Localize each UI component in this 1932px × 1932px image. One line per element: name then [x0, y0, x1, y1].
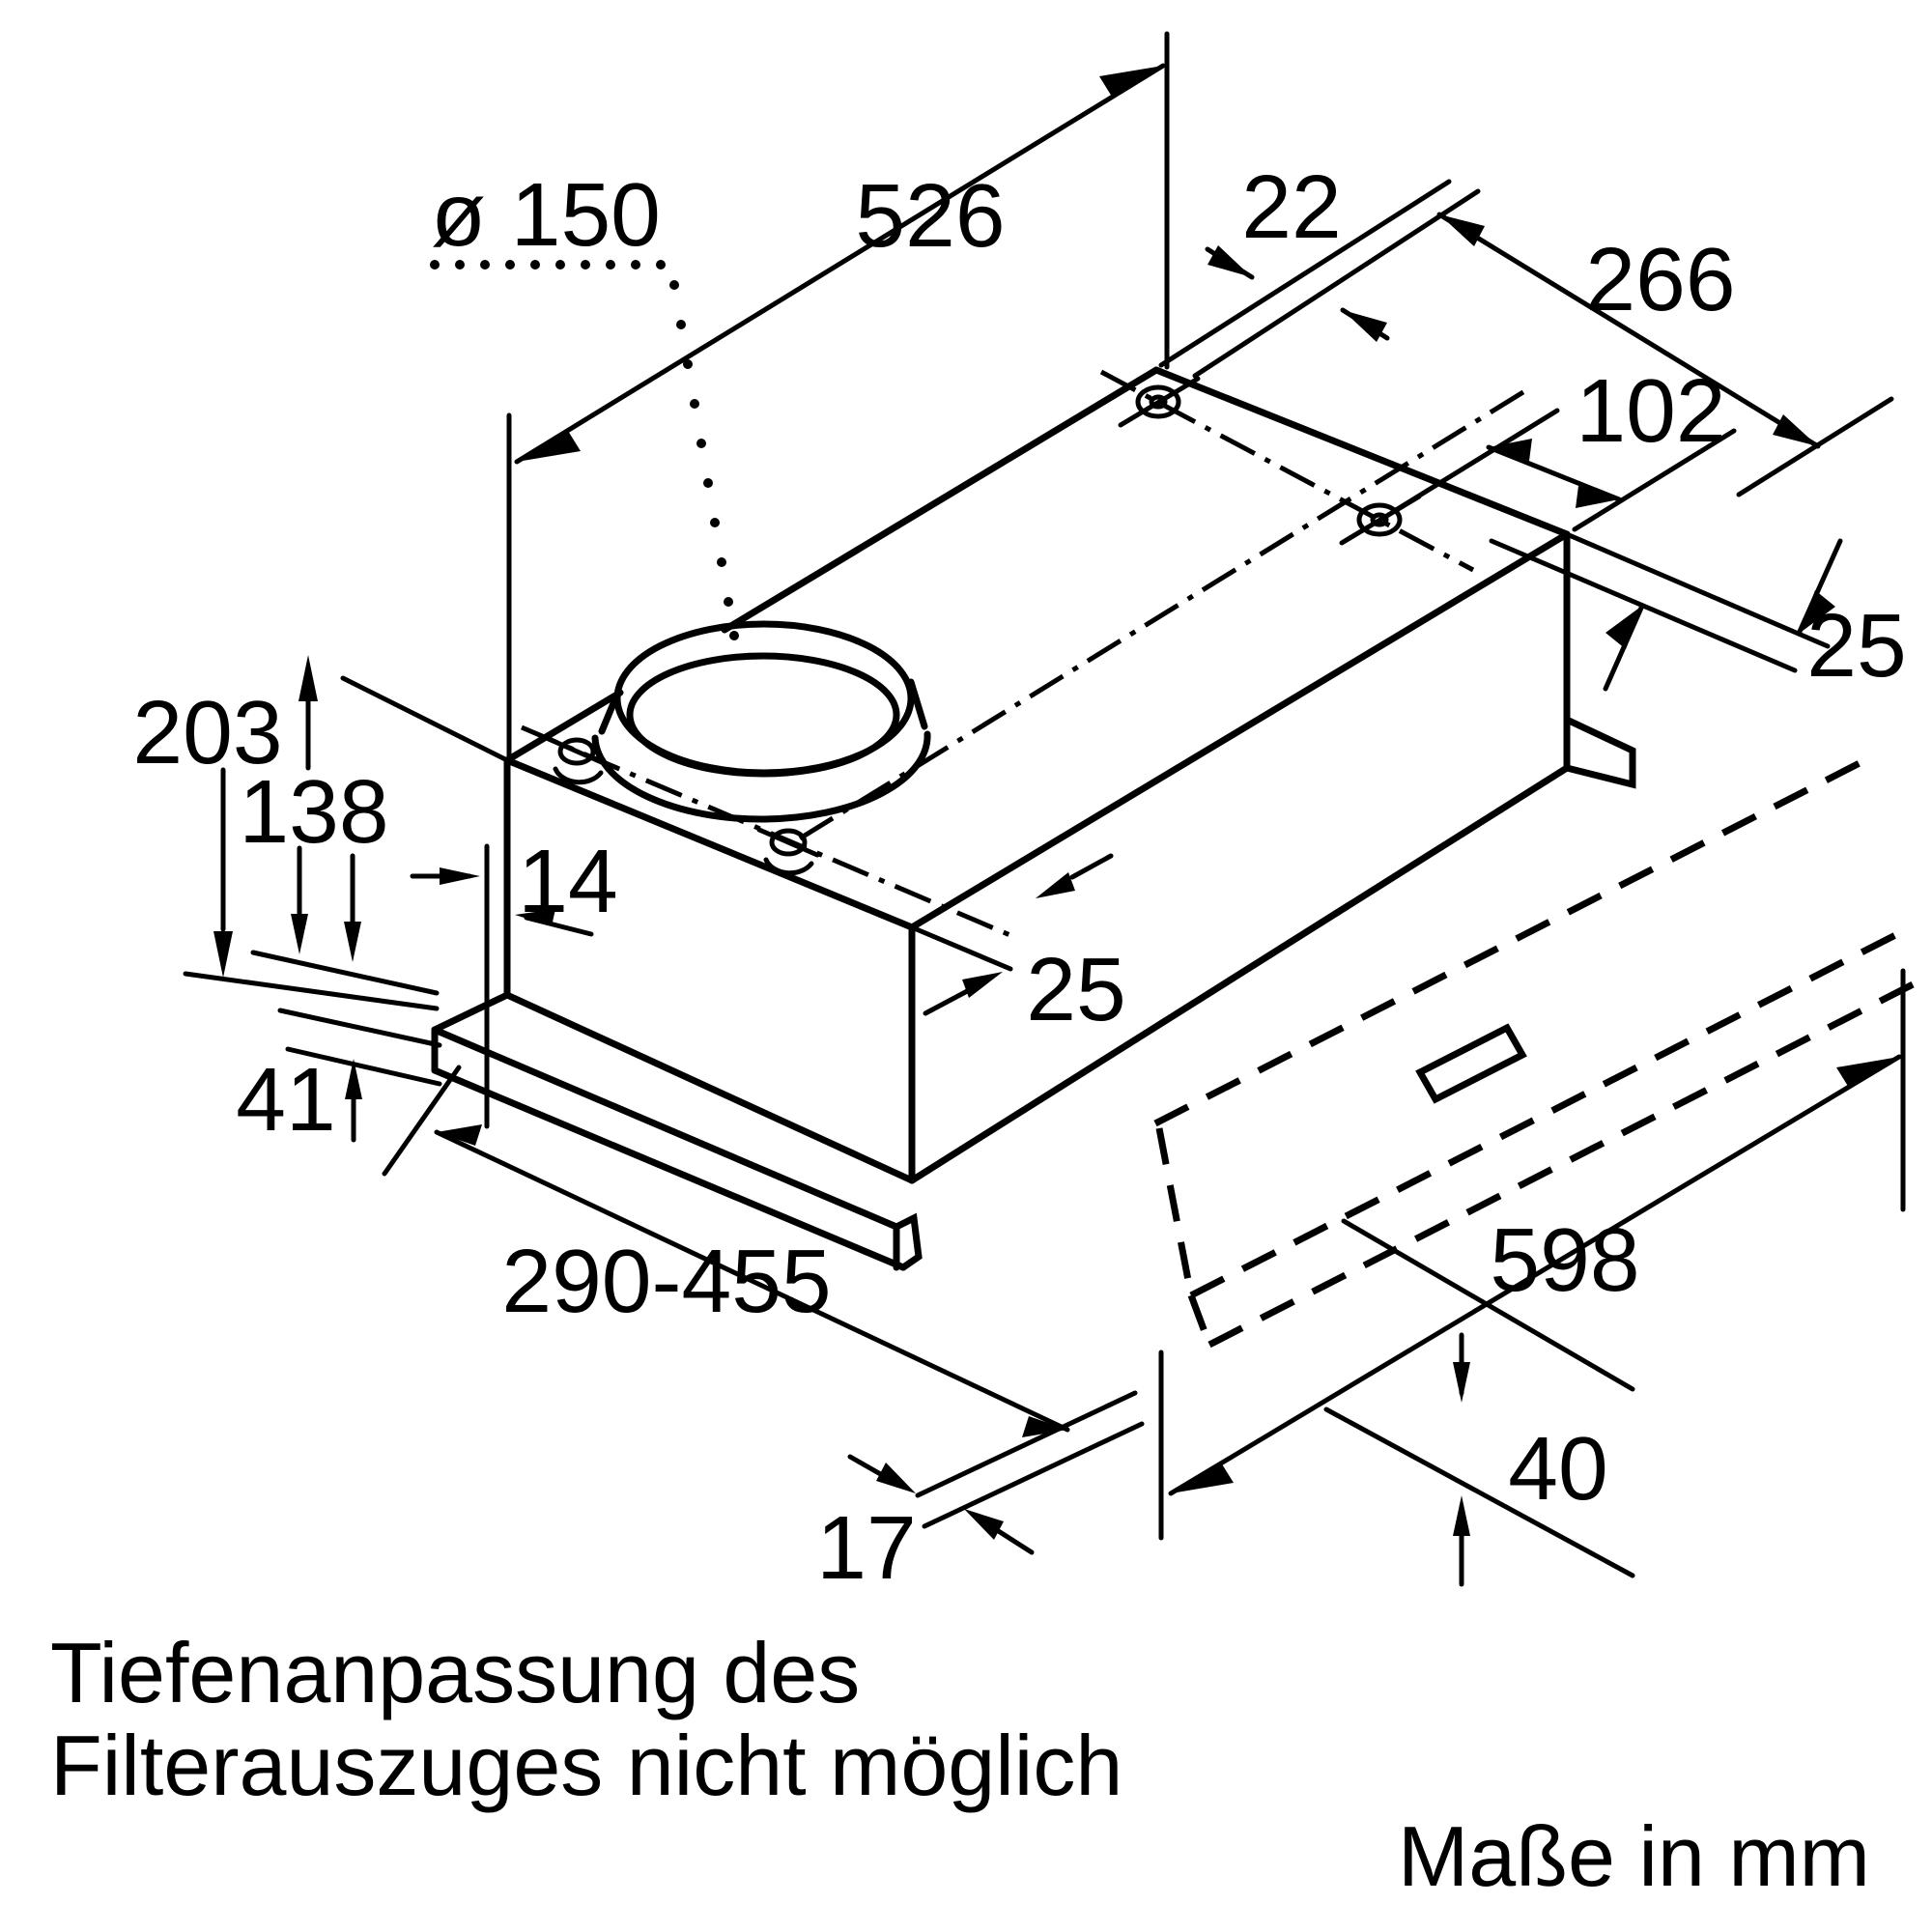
- screw-row-centerline: [1099, 369, 1475, 573]
- label-screw-spacing: 266: [1585, 229, 1735, 329]
- label-rail-height: 41: [236, 1049, 335, 1150]
- label-visor-front-height: 40: [1508, 1418, 1607, 1519]
- topface-centerline-width: [798, 387, 1528, 841]
- duct-collar: [521, 620, 1020, 942]
- collar-inner-rim: [626, 652, 900, 778]
- collar-tab-screw-front: [756, 827, 820, 876]
- label-body-width: 526: [855, 165, 1005, 266]
- hood-body: [503, 366, 1636, 1184]
- dim-depth-range: 290-455: [382, 1065, 1070, 1437]
- collar-centerline-depth: [521, 724, 1020, 942]
- pullout-filter-drawer: [1153, 759, 1922, 1349]
- dim-visor-width: 598: [1158, 968, 1906, 1541]
- dim-front-inset: 25: [909, 853, 1126, 1039]
- dim-body-width: 526: [506, 31, 1170, 759]
- note-line1: Tiefenanpassung des: [50, 1625, 860, 1720]
- dotted-leader: [430, 260, 739, 640]
- label-visor-width: 598: [1490, 1209, 1639, 1310]
- dim-screw-spacing: 266: [1436, 212, 1894, 497]
- right-rail-notch: [1563, 716, 1636, 789]
- label-depth-range: 290-455: [501, 1231, 831, 1331]
- label-total-height: 203: [132, 682, 282, 782]
- label-rail-inset-right: 25: [1806, 595, 1906, 696]
- label-body-height: 138: [239, 761, 388, 862]
- left-telescopic-rail: [431, 991, 923, 1271]
- mounting-screws: [1099, 369, 1475, 573]
- dim-screw-back-offset: 102: [1393, 360, 1737, 532]
- dim-visor-front-height: 40: [1323, 1218, 1635, 1587]
- label-wall-gap: 14: [518, 831, 617, 931]
- dim-screw-front-offset: 22: [1158, 156, 1481, 379]
- dim-visor-gap: 17: [816, 1390, 1145, 1598]
- dim-duct-diameter: ø 150: [430, 164, 739, 640]
- note-line2: Filterauszuges nicht möglich: [50, 1718, 1122, 1813]
- dim-rail-inset-right: 25: [1489, 531, 1907, 696]
- dim-heights: 203 138: [132, 655, 512, 1011]
- label-screw-back-offset: 102: [1576, 360, 1725, 461]
- drawer-handle: [1415, 1023, 1527, 1104]
- label-visor-gap: 17: [816, 1497, 916, 1598]
- label-duct-diameter: ø 150: [431, 164, 661, 265]
- label-screw-front-offset: 22: [1241, 156, 1341, 257]
- collar-flange-arc: [591, 730, 931, 823]
- notes: Tiefenanpassung des Filterauszuges nicht…: [50, 1625, 1870, 1904]
- note-units: Maße in mm: [1398, 1808, 1870, 1904]
- label-front-inset: 25: [1026, 939, 1125, 1039]
- dim-wall-gap: 14: [410, 831, 618, 1129]
- dim-rail-height: 41: [236, 1008, 442, 1150]
